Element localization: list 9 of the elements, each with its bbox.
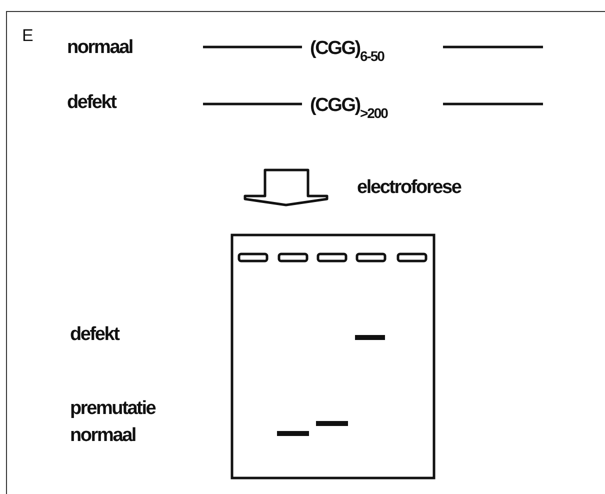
step-label: electroforese [357,178,461,197]
repeat-label: (CGG)$_{>200}$ [310,96,388,120]
panel-letter: E [22,27,34,44]
row-label: defekt [67,93,116,112]
band-label: defekt [70,325,119,344]
band-label: normaal [70,426,136,445]
repeat-label: (CGG)$_{6-50}$ [310,39,384,63]
band-label: premutatie [70,399,156,418]
row-label: normaal [67,38,133,57]
